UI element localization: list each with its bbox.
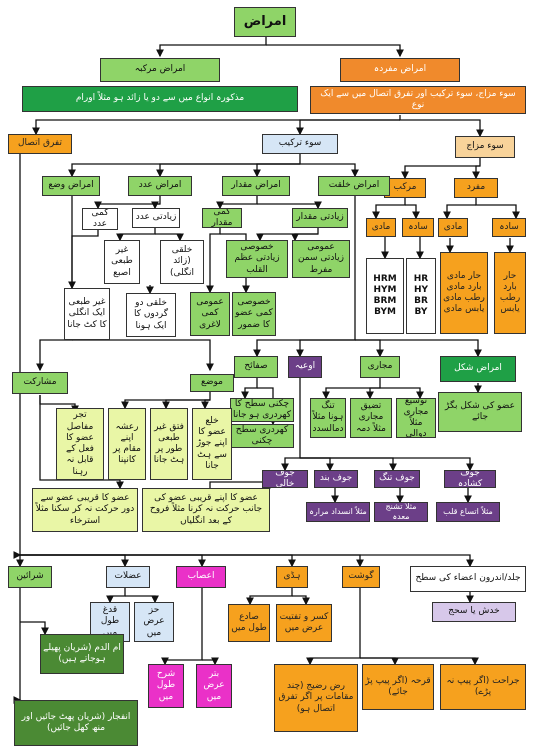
shakl-example: عضو کی شکل بگڑ جائے	[438, 392, 522, 432]
ziyadati-adad: زیادتی عدد	[132, 208, 180, 228]
hr-codes-maadi: HRM HYM BRM BYM	[366, 258, 404, 334]
ghair-tabai-ungli: غیر طبعی ایک انگلی کا کٹ جانا	[64, 288, 110, 340]
murakkaba-desc: مذکورہ انواع میں سے دو یا زائد ہو مثلاً …	[22, 86, 298, 112]
soe-tarkeeb: سوء ترکیب	[262, 134, 338, 154]
amraz-khilqat: امراض خلقت	[318, 176, 390, 196]
safaeh-a: چکنی سطح کا کھردری ہو جانا	[230, 398, 294, 422]
murakkab-saada: سادہ	[402, 218, 434, 237]
root-title: امراض	[234, 7, 296, 37]
soe-mizaj: سوء مزاج	[455, 136, 515, 158]
code-hr: HR	[413, 273, 429, 284]
majari-tauseeh: توسیع مجاری مثلاً دوالی	[396, 398, 436, 438]
code-br: BR	[414, 296, 428, 306]
gosht-rasd: رض رضیج (چند مقامات پر اگر تفرق اتصال ہو…	[274, 664, 358, 732]
tajar-mafasil: تجر مفاصل عضو کا فعل کے قابل نہ رہنا	[56, 408, 104, 480]
mufrad-maadi: مادی	[438, 218, 468, 237]
amraz-adad: امراض عدد	[128, 176, 192, 196]
safaeh: صفائح	[234, 356, 278, 378]
majari-tazyeeq: تضیق مجاری مثلاً دمہ	[350, 398, 392, 438]
mufrad-saada: سادہ	[492, 218, 526, 237]
code-by: BY	[414, 307, 428, 318]
mushrakat: مشارکت	[12, 372, 68, 394]
mizaj-mufrad: مفرد	[454, 178, 498, 198]
ghair-tabai-asba: غیر طبعی اصبع	[104, 240, 140, 284]
azlaat: عضلات	[106, 566, 150, 588]
azlaat-haz: حز عرض میں	[134, 602, 174, 642]
jawf-tang: جوف تنگ	[374, 470, 420, 488]
hr-codes-saada: HR HY BR BY	[406, 258, 436, 334]
gosht-jarahat: جراحت (اگر پیپ نہ پڑے)	[440, 664, 526, 710]
mizaj-murakkab: مرکب	[384, 178, 426, 198]
aw-iya: اوعیہ	[288, 356, 322, 378]
safaeh-b: کھردری سطح چکنی	[230, 424, 294, 448]
asaab-sharkh: شرح طول میں	[148, 664, 184, 708]
khusoosi-ziyadati: خصوصی زیادتی عظم القلب	[226, 240, 288, 278]
jild-example: خدش یا سحج	[432, 602, 516, 622]
amraz-miqdar: امراض مقدار	[222, 176, 290, 196]
amraz-shakl: امراض شکل	[440, 356, 516, 382]
murakkab-maadi: مادی	[366, 218, 396, 237]
majari: مجاری	[360, 356, 400, 378]
jawf-band: جوف بند	[314, 470, 358, 488]
rasha: رعشہ اپنے مقام پر کانپنا	[108, 408, 146, 480]
sharaeen: شرائین	[8, 566, 52, 588]
qurbi-door: عضو کا قریبی عضو سے دور حرکت نہ کر سکنا …	[32, 488, 138, 532]
code-hym: HYM	[373, 284, 397, 295]
code-hrm: HRM	[373, 273, 397, 284]
haddi-kasr: کسر و تفتیت عرض میں	[276, 604, 332, 642]
majari-tang: تنگ ہونا مثلاً دمالسدد	[310, 398, 346, 438]
qurbi-jaanib: عضو کا اپنے قریبی عضو کی جانب حرکت نہ کر…	[142, 488, 270, 532]
fatq: فتق غیر طبعی طور پر ہٹ جانا	[150, 408, 188, 480]
jawf-ex-tang: مثلاً تشنج معدہ	[374, 502, 428, 522]
haddi: ہڈی	[276, 566, 308, 588]
mufrad-maadi-list: حار مادی بارد مادی رطب مادی یابس مادی	[440, 252, 488, 334]
amraz-wazaa: امراض وضع	[42, 176, 100, 196]
khalqi-gurde: خلقی دو گردوں کا ایک ہونا	[126, 293, 176, 337]
khusoosi-kami: خصوصی کمی عضو کا ضمور	[232, 292, 276, 336]
code-bym: BYM	[374, 307, 396, 318]
ziyadati-miqdar: زیادتی مقدار	[292, 208, 348, 228]
khalqi-zaid-ungli: خلقی (زائد انگلی)	[160, 240, 204, 284]
haddi-sadaa: صادع طول میں	[228, 604, 270, 642]
infijar: انفجار (شریان پھٹ جائیں اور منھ کھل جائی…	[14, 700, 138, 746]
asaab-batr: بتر عرض میں	[196, 664, 232, 708]
jawf-khali: جوف خالی	[262, 470, 308, 488]
jawf-ex-band: مثلاً انسداد مرارہ	[306, 502, 370, 522]
code-hy: HY	[413, 284, 429, 295]
mufrada-title: امراض مفردہ	[340, 58, 460, 82]
umoomi-ziyadati: عمومی زیادتی سمن مفرط	[292, 240, 350, 278]
jawf-ex-kushada: مثلاً اتساع قلب	[436, 502, 500, 522]
umm-al-dam: ام الدم (شریان پھیلے ہوجاتے ہیں)	[40, 634, 124, 674]
umoomi-kami: عمومی کمی لاغری	[190, 292, 230, 336]
jild-satah: جلد/اندرون اعضاء کی سطح	[410, 566, 526, 592]
kami-miqdar: کمی مقدار	[202, 208, 242, 228]
jawf-kushada: جوف کشادہ	[444, 470, 496, 488]
kami-adad: کمی عدد	[82, 208, 118, 230]
asaab: اعصاب	[176, 566, 226, 588]
mufrad-saada-list: حار بارد رطب یابس	[494, 252, 526, 334]
code-brm: BRM	[373, 296, 397, 306]
mufrada-desc: سوء مزاج، سوء ترکیب اور تفرق اتصال میں س…	[310, 86, 526, 114]
gosht: گوشت	[342, 566, 380, 588]
gosht-qarha: قرحہ (اگر پیپ پڑ جائے)	[362, 664, 434, 710]
tafarruq-ittisal: تفرق اتصال	[8, 134, 72, 154]
mawzaa: موضع	[190, 374, 234, 392]
khalaa: خلع عضو کا اپنے جوڑ سے ہٹ جانا	[192, 408, 232, 480]
murakkaba-title: امراض مرکبہ	[100, 58, 220, 82]
